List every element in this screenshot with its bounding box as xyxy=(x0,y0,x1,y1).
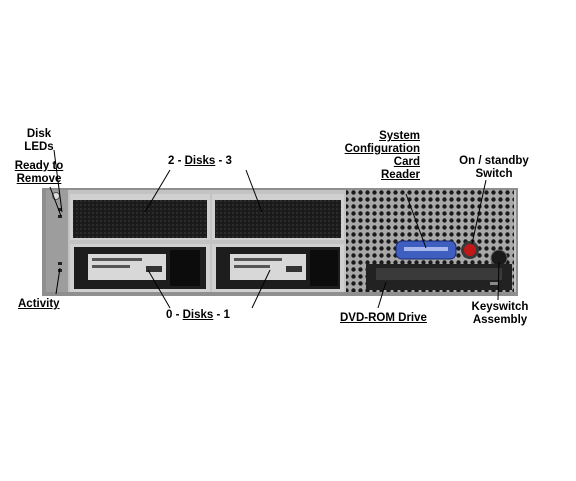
disk-led xyxy=(58,262,62,265)
card-reader-line-1: System xyxy=(379,130,420,142)
drive-latch-1[interactable] xyxy=(310,250,338,286)
card-reader-line-2: Configuration xyxy=(344,143,420,155)
disk-leds-line-1: Disk xyxy=(26,128,52,140)
leader-onstandby xyxy=(471,179,487,245)
keyswitch-label: Keyswitch Assembly xyxy=(464,301,536,327)
disk-bay-2 xyxy=(73,200,207,238)
leader-activity xyxy=(55,267,61,295)
disk-bay-3 xyxy=(215,200,341,238)
card-slot xyxy=(404,247,448,251)
dvd-eject-icon[interactable] xyxy=(490,282,498,285)
onstandby-line-1: On / standby xyxy=(459,155,529,167)
onstandby-label: On / standby Switch xyxy=(448,155,540,181)
disk-leds-line-2: LEDs xyxy=(24,141,54,153)
leader-card-reader xyxy=(405,193,427,249)
drive-latch-0[interactable] xyxy=(170,250,200,286)
leader-disk-0 xyxy=(147,269,171,309)
leader-ready xyxy=(49,186,62,217)
keyswitch-line-2: Assembly xyxy=(472,314,528,326)
leader-disk-2 xyxy=(144,169,171,213)
card-reader-line-3: Card xyxy=(393,156,420,168)
leader-disk-3 xyxy=(245,169,263,213)
onstandby-line-2: Switch xyxy=(475,168,513,180)
leader-disk-leds xyxy=(53,149,63,213)
leader-disk-1 xyxy=(251,269,271,309)
ready-to-remove-label: Ready to Remove xyxy=(10,160,68,186)
ready-line-2: Remove xyxy=(16,173,62,185)
leader-keyswitch xyxy=(497,261,500,301)
barcode xyxy=(234,258,282,261)
keyswitch-line-1: Keyswitch xyxy=(471,301,529,313)
dvd-rom-label: DVD-ROM Drive xyxy=(340,312,427,324)
card-reader-line-4: Reader xyxy=(381,169,420,181)
power-button-icon[interactable] xyxy=(464,244,476,256)
activity-label: Activity xyxy=(18,298,60,310)
disks-bottom-label: 0 - Disks - 1 xyxy=(166,309,230,321)
disks-top-label: 2 - Disks - 3 xyxy=(168,155,232,167)
ready-line-1: Ready to xyxy=(14,160,64,172)
barcode xyxy=(234,265,270,268)
barcode xyxy=(146,266,162,272)
barcode xyxy=(92,265,130,268)
left-rail xyxy=(46,190,68,292)
disk-leds-label: Disk LEDs xyxy=(22,128,56,154)
disk-led xyxy=(58,208,62,211)
leader-dvd xyxy=(377,281,387,309)
barcode xyxy=(286,266,302,272)
dvd-tray xyxy=(376,268,502,280)
disk-led xyxy=(58,215,62,218)
barcode xyxy=(92,258,142,261)
card-reader-label: System Configuration Card Reader xyxy=(320,130,420,182)
